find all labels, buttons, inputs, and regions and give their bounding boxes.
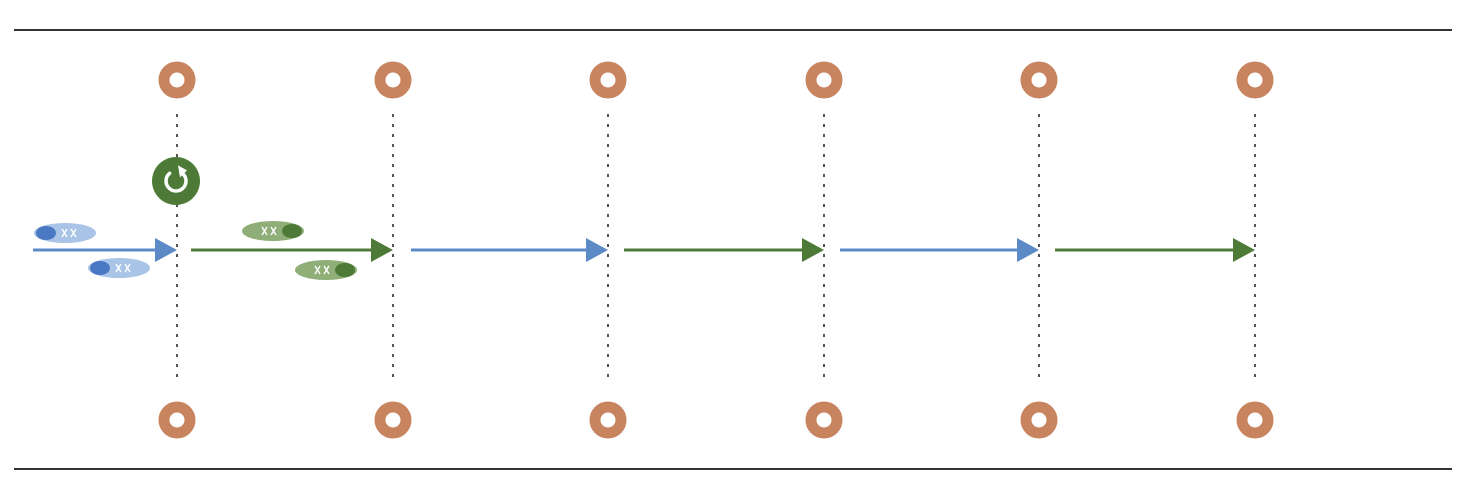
blue-move-arrow — [411, 238, 608, 262]
cone-marker-icon — [1236, 401, 1274, 439]
cone-marker-icon — [374, 401, 412, 439]
cone-marker-icon — [1020, 401, 1058, 439]
shoe-icon — [295, 260, 357, 280]
cone-marker-icon — [805, 401, 843, 439]
shoe-icon — [34, 223, 96, 243]
movement-arrows — [33, 238, 1255, 262]
cone-marker-icon — [158, 401, 196, 439]
boundary-lines — [14, 29, 1452, 470]
cone-marker-icon — [589, 401, 627, 439]
shoe-icon — [88, 258, 150, 278]
green-move-arrow — [624, 238, 824, 262]
cone-marker-icon — [805, 61, 843, 99]
blue-move-arrow — [840, 238, 1039, 262]
rotate-clockwise-icon — [152, 157, 200, 205]
shoe-icon — [242, 221, 304, 241]
cone-marker-icon — [1236, 61, 1274, 99]
cone-gates — [158, 61, 1274, 439]
cone-marker-icon — [374, 61, 412, 99]
blue-move-arrow — [33, 238, 177, 262]
cone-marker-icon — [1020, 61, 1058, 99]
cone-marker-icon — [589, 61, 627, 99]
footwork-shoes — [34, 221, 357, 280]
green-move-arrow — [191, 238, 393, 262]
green-move-arrow — [1055, 238, 1255, 262]
cone-marker-icon — [158, 61, 196, 99]
